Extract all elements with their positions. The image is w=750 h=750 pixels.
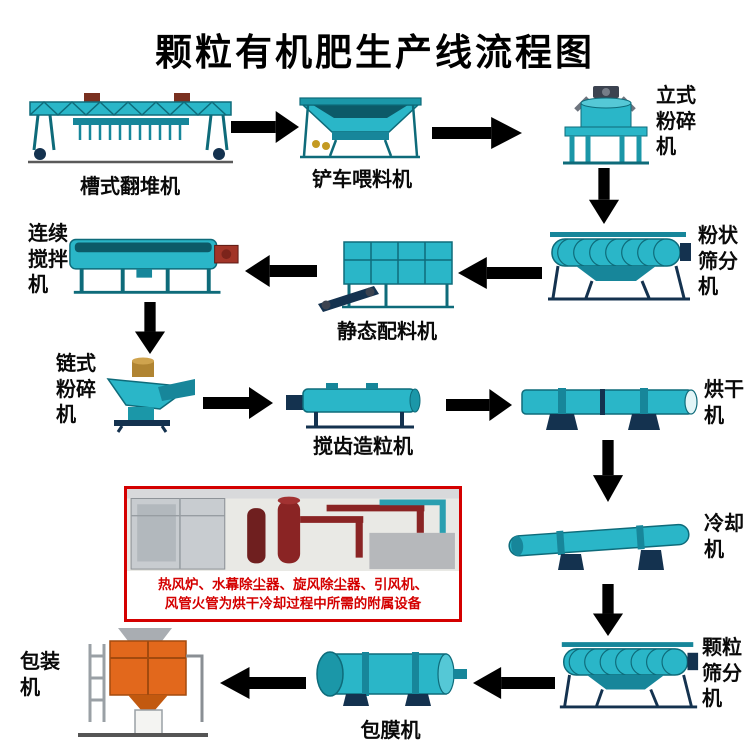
- flow-arrow-left-1: [458, 256, 542, 290]
- cooler-image: [505, 508, 700, 578]
- auxiliary-equipment-box: 热风炉、水幕除尘器、旋风除尘器、引风机、 风管火管为烘干冷却过程中所需的附属设备: [124, 486, 462, 622]
- cooler-label: 冷却机: [704, 513, 744, 561]
- packing-machine-image: [60, 626, 215, 738]
- dryer-label: 烘干机: [704, 379, 744, 427]
- continuous-mixer-label: 连续搅拌机: [28, 223, 68, 297]
- granule-screener-image: [556, 635, 701, 715]
- packing-machine-label: 包装机: [20, 651, 60, 699]
- flow-arrow-right-4: [446, 388, 512, 422]
- flow-arrow-left-2: [245, 254, 317, 288]
- stirring-granulator-label: 搅齿造粒机: [313, 436, 413, 458]
- granule-screener-label: 颗粒筛分机: [702, 637, 742, 711]
- trough-turner-label: 槽式翻堆机: [80, 176, 180, 198]
- static-batcher-label: 静态配料机: [337, 321, 437, 343]
- static-batcher-image: [316, 238, 456, 313]
- auxiliary-equipment-photo: [127, 489, 459, 571]
- forklift-feeder-image: [298, 96, 423, 162]
- forklift-feeder-label: 铲车喂料机: [312, 169, 412, 191]
- flow-arrow-right-2: [432, 116, 522, 150]
- flow-arrow-left-4: [220, 666, 306, 700]
- powder-screener-label: 粉状筛分机: [698, 225, 738, 299]
- flow-arrow-down-3: [592, 440, 624, 502]
- flow-arrow-down-4: [592, 584, 624, 636]
- vertical-crusher-label: 立式粉碎机: [656, 85, 696, 159]
- flow-arrow-right-1: [231, 110, 299, 144]
- aux-caption-line-1: 热风炉、水幕除尘器、旋风除尘器、引风机、: [158, 577, 428, 593]
- aux-caption-line-2: 风管火管为烘干冷却过程中所需的附属设备: [164, 596, 422, 611]
- auxiliary-equipment-caption: 热风炉、水幕除尘器、旋风除尘器、引风机、 风管火管为烘干冷却过程中所需的附属设备: [127, 571, 459, 619]
- continuous-mixer-image: [66, 226, 242, 298]
- flow-arrow-left-3: [473, 666, 555, 700]
- dryer-image: [518, 380, 700, 435]
- flow-arrow-down-1: [588, 168, 620, 224]
- coating-machine-image: [306, 646, 471, 708]
- flow-arrow-down-2: [134, 302, 166, 354]
- vertical-crusher-image: [558, 84, 653, 166]
- coating-machine-label: 包膜机: [360, 720, 421, 742]
- page-title: 颗粒有机肥生产线流程图: [155, 32, 595, 73]
- powder-screener-image: [544, 226, 694, 306]
- stirring-granulator-image: [284, 380, 439, 432]
- chain-crusher-label: 链式粉碎机: [56, 353, 96, 427]
- flow-arrow-right-3: [203, 386, 273, 420]
- chain-crusher-image: [98, 355, 198, 433]
- trough-turner-image: [28, 90, 233, 168]
